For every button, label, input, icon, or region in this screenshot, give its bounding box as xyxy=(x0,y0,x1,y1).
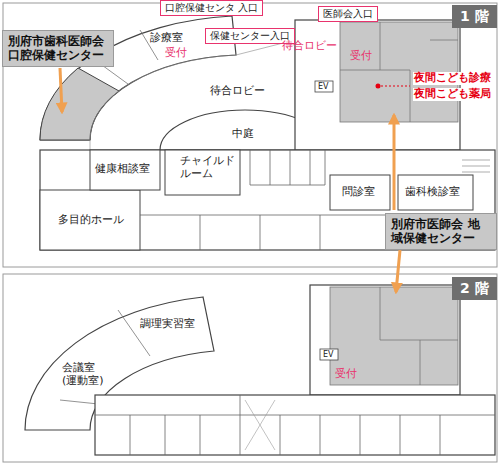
floor-frame xyxy=(3,274,497,462)
room-label: 受付 xyxy=(350,50,372,63)
pointer-arrow xyxy=(60,68,62,112)
room-label: 歯科検診室 xyxy=(405,186,460,199)
entrance-label: 保健センター入口 xyxy=(205,28,295,44)
room-label: 夜間こども診療 xyxy=(413,72,492,85)
room-label: 待合ロビー xyxy=(210,85,265,98)
wall xyxy=(140,150,495,250)
room-label: 調理実習室 xyxy=(140,318,195,331)
upper-lower-block xyxy=(95,395,495,455)
dental-clinic-area xyxy=(40,68,119,140)
stairs xyxy=(462,160,490,172)
interview-room xyxy=(330,175,390,210)
consult-room xyxy=(90,150,160,190)
entrance-label: 口腔保健センタ 入口 xyxy=(160,0,263,16)
room-label: 夜間こども薬局 xyxy=(413,88,492,101)
pointer-arrow xyxy=(396,250,400,292)
callout-box: 別府市歯科医師会 口腔保健センター xyxy=(2,30,114,67)
room-label: 中庭 xyxy=(232,128,254,141)
node-text: 1 階 xyxy=(460,8,489,25)
upper-medical-block xyxy=(310,285,460,395)
callout-box: 別府市医師会 地域保健センター xyxy=(385,213,497,250)
upper-medical-area xyxy=(330,287,458,385)
node-text: 保健センター入口 xyxy=(210,30,290,42)
hall-room xyxy=(40,190,140,250)
elevator xyxy=(320,349,338,360)
room-label: チャイルド ルーム xyxy=(180,155,238,180)
wall xyxy=(95,395,495,455)
room-label: 待合ロビー xyxy=(282,40,337,53)
node-text: 医師会入口 xyxy=(323,8,373,20)
entrance-label: 医師会入口 xyxy=(318,6,378,22)
floor-frame xyxy=(3,3,497,267)
wall xyxy=(60,310,150,405)
node-text: 別府市歯科医師会 口腔保健センター xyxy=(8,34,108,63)
marker-dot xyxy=(376,84,381,89)
node-text: 口腔保健センタ 入口 xyxy=(165,2,258,14)
room-label: 診療室 xyxy=(150,32,183,45)
node-text: 別府市医師会 地域保健センター xyxy=(391,217,491,246)
room-label: 多目的ホール xyxy=(58,214,124,227)
room-label: 受付 xyxy=(335,368,357,381)
room-label: 問診室 xyxy=(342,186,375,199)
child-room xyxy=(165,150,240,195)
elevator-label: EV xyxy=(318,82,329,91)
pointer-arrow xyxy=(393,115,396,210)
elevator-label: EV xyxy=(323,350,334,359)
lower-block xyxy=(40,150,495,250)
room-label: 健康相談室 xyxy=(95,163,150,176)
node-text: 2 階 xyxy=(460,280,489,297)
room-label: 受付 xyxy=(165,47,187,60)
wall xyxy=(380,287,458,385)
elevator xyxy=(315,81,333,92)
room-label: 会議室 (運動室) xyxy=(62,362,108,387)
floor-badge: 2 階 xyxy=(452,277,497,300)
leader-line xyxy=(381,86,410,87)
floor-badge: 1 階 xyxy=(452,5,497,28)
dental-exam-room xyxy=(398,175,473,210)
stair-void xyxy=(245,400,275,450)
